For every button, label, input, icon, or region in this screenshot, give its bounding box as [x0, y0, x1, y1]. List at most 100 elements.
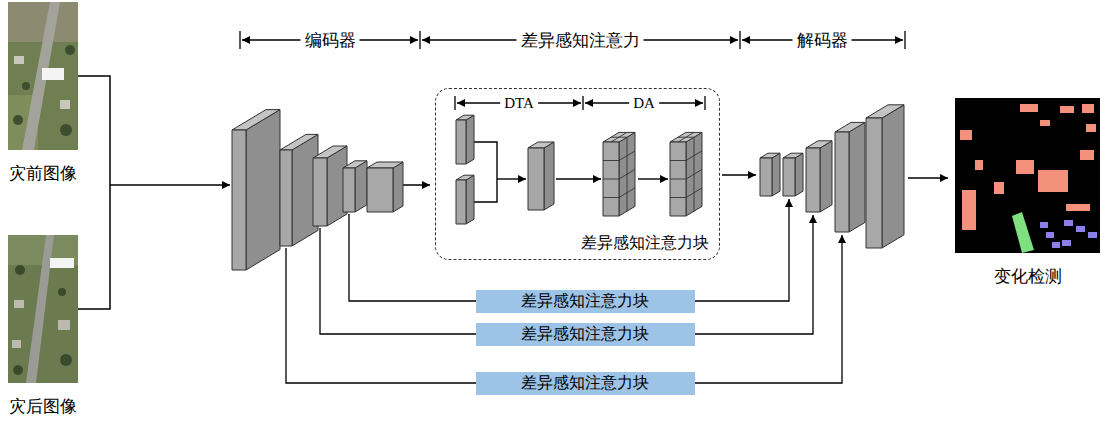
block-front [835, 132, 849, 232]
block-front [603, 142, 619, 216]
grid-line [603, 160, 619, 161]
block-front [343, 168, 355, 212]
bracket-tick [904, 31, 905, 49]
bracket-tick [454, 96, 455, 110]
grid-line [627, 137, 628, 211]
block-side [466, 175, 474, 224]
flow-arrow [110, 184, 230, 186]
skip-arrow [694, 215, 813, 334]
block-front [670, 142, 686, 216]
flow-arrow [638, 178, 668, 179]
section-label: 编码器 [301, 29, 360, 52]
bracket-tick [739, 31, 740, 49]
change-map-art [955, 98, 1100, 253]
block-front [783, 158, 795, 196]
post-image-art [8, 235, 78, 383]
building-mark [975, 160, 983, 170]
section-label: 解码器 [793, 29, 852, 52]
image-tree [15, 265, 25, 275]
block-front [760, 158, 772, 196]
section-label: 差异感知注意力 [517, 29, 644, 52]
block-front [456, 180, 466, 224]
image-caption: 灾前图像 [9, 162, 77, 185]
block-top [783, 153, 803, 158]
image-tree [13, 115, 23, 125]
image-caption: 变化检测 [994, 265, 1062, 288]
block-side [393, 162, 403, 212]
input-wire [78, 76, 110, 309]
block-front [806, 148, 820, 212]
change-map: 变化检测 [955, 98, 1100, 253]
image-tree [60, 124, 72, 136]
block-top [456, 115, 474, 120]
skip-wire [286, 248, 476, 383]
block-side [246, 110, 280, 270]
block-top [528, 142, 554, 148]
skip-wire [349, 214, 476, 301]
flow-arrow [908, 177, 948, 179]
building-mark [962, 190, 976, 230]
attention-block: 差异感知注意力块 [476, 323, 695, 346]
image-ground [8, 235, 78, 383]
bracket-tick [582, 96, 583, 110]
grid-line [678, 132, 694, 142]
image-building [60, 100, 70, 109]
image-caption: 灾后图像 [9, 395, 77, 418]
grid-line [603, 197, 619, 198]
block-top [456, 175, 474, 180]
building-mark [1012, 212, 1034, 253]
image-building [50, 258, 74, 268]
block-side [882, 105, 904, 248]
image-building [14, 56, 24, 64]
block-front [367, 168, 393, 212]
grid-line [694, 137, 695, 211]
image-tree [65, 45, 75, 55]
skip-wire [320, 228, 476, 334]
image-ground [8, 2, 78, 150]
post-image: 灾后图像 [8, 235, 78, 383]
building-mark [1088, 232, 1097, 238]
block-side [795, 153, 803, 196]
block-side [355, 161, 367, 212]
image-building [58, 320, 70, 330]
block-top [760, 153, 780, 158]
bracket-tick [419, 31, 420, 49]
block-front [456, 120, 466, 164]
flow-arrow [403, 184, 430, 186]
module-label: DTA [500, 95, 538, 112]
block-top [280, 134, 318, 150]
box-label: 差异感知注意力块 [521, 292, 649, 310]
attention-block: 差异感知注意力块 [476, 372, 695, 395]
building-mark [1040, 222, 1048, 228]
image-building [12, 340, 21, 348]
flow-arrow [497, 178, 526, 179]
block-top [835, 122, 865, 132]
bracket-tick [239, 31, 240, 49]
building-mark [1076, 226, 1085, 232]
building-mark [994, 182, 1004, 194]
module-label: DA [629, 95, 659, 112]
block-top [670, 132, 702, 142]
block-front [280, 150, 292, 246]
building-mark [960, 130, 972, 140]
building-mark [1066, 204, 1090, 211]
feature-blocks [232, 105, 904, 270]
block-top [343, 161, 367, 168]
image-tree [13, 365, 23, 375]
block-top [313, 146, 347, 158]
image-building [14, 300, 24, 308]
building-mark [1062, 240, 1071, 246]
building-mark [1082, 104, 1094, 113]
building-mark [1052, 242, 1060, 248]
block-top [806, 141, 832, 148]
flow-arrow [722, 174, 756, 176]
pre-image-art [8, 2, 78, 150]
grid-line [670, 179, 686, 180]
image-road [26, 235, 54, 383]
image-building [42, 68, 64, 80]
image-patch [8, 2, 78, 42]
building-mark [1046, 232, 1054, 238]
box-label: 差异感知注意力块 [521, 374, 649, 392]
